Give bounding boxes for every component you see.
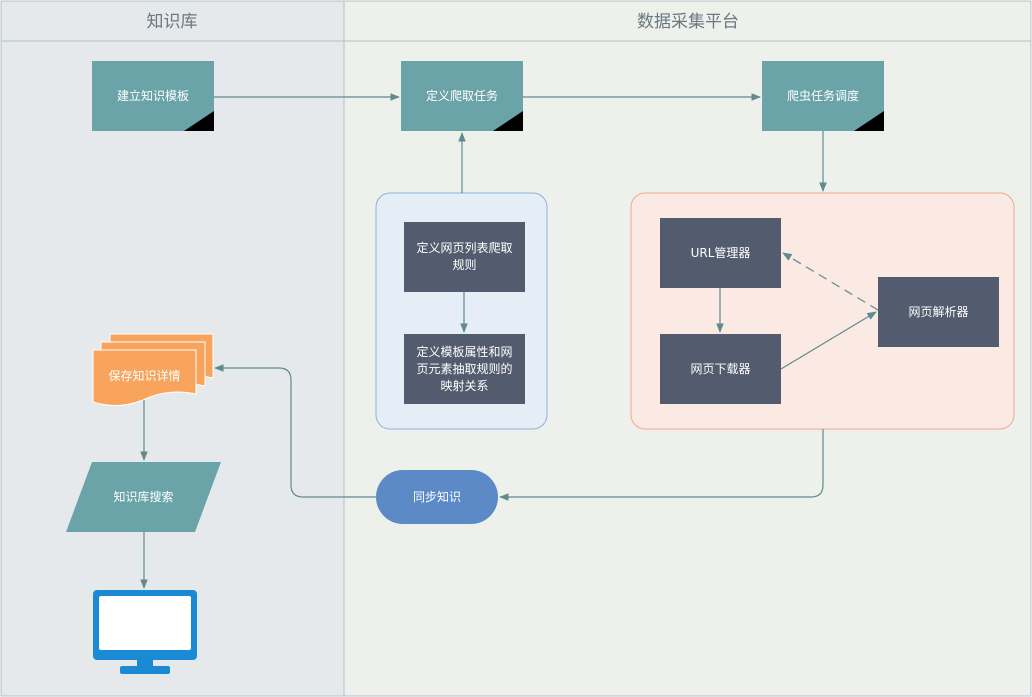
page-downloader-node[interactable] [660, 334, 781, 404]
define-list-rule-node[interactable] [404, 222, 525, 292]
page-parser-label: 网页解析器 [908, 304, 969, 319]
crawler-schedule-label: 爬虫任务调度 [786, 88, 859, 103]
edge-parser-to-url [782, 252, 879, 311]
build-template-node[interactable] [92, 61, 214, 131]
define-mapping-label: 定义模板属性和网页元素抽取规则的映射关系 [416, 344, 513, 393]
define-mapping-node[interactable] [404, 334, 525, 404]
url-manager-node[interactable] [660, 218, 781, 288]
edge-engine-to-sync [499, 429, 824, 501]
edge-sync-to-save [214, 364, 376, 498]
monitor-icon [93, 590, 197, 674]
define-crawl-task-label: 定义爬取任务 [425, 88, 498, 103]
build-template-label: 建立知识模板 [116, 88, 189, 103]
page-downloader-label: 网页下载器 [690, 361, 751, 376]
define-list-rule-label: 定义网页列表爬取规则 [416, 241, 513, 272]
save-knowledge-label: 保存知识详情 [108, 368, 181, 383]
sync-knowledge-node[interactable] [376, 470, 498, 524]
lane-title-right: 数据采集平台 [637, 12, 739, 32]
define-crawl-task-node[interactable] [401, 61, 523, 131]
page-parser-node[interactable] [878, 277, 999, 347]
kb-search-label: 知识库搜索 [113, 489, 174, 504]
lane-title-left: 知识库 [147, 12, 198, 32]
kb-search-node[interactable] [66, 462, 221, 532]
url-manager-label: URL管理器 [690, 245, 751, 260]
edge-downloader-to-parser [780, 311, 877, 370]
sync-knowledge-label: 同步知识 [412, 489, 461, 504]
save-knowledge-node[interactable] [92, 333, 214, 406]
crawler-schedule-node[interactable] [762, 61, 884, 131]
